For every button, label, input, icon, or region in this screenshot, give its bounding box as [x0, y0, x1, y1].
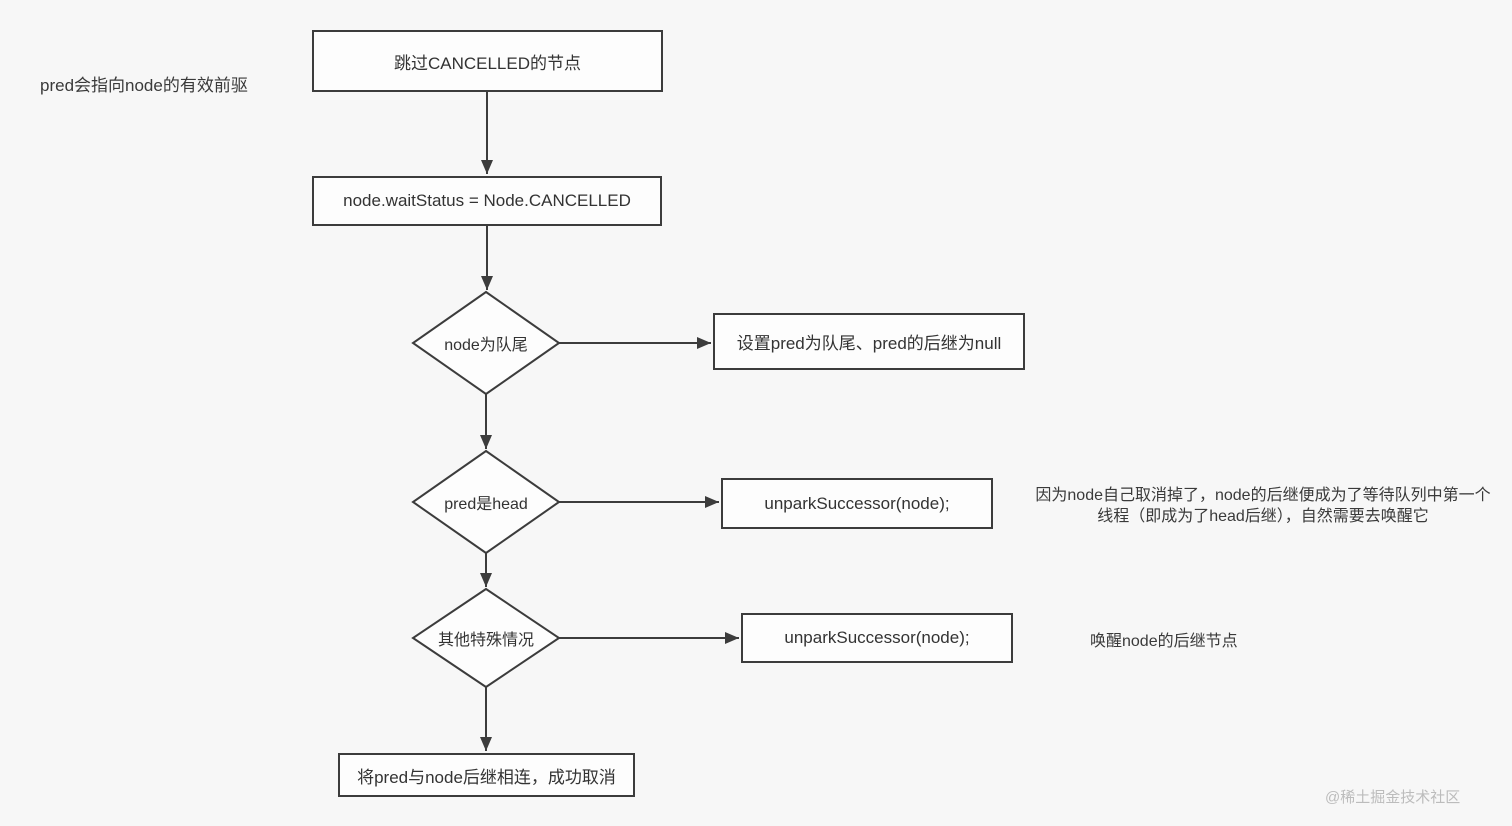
node-set-cancelled: node.waitStatus = Node.CANCELLED	[312, 176, 662, 226]
decision-node-is-tail-shape	[411, 290, 561, 396]
wake-annotation: 唤醒node的后继节点	[1090, 633, 1238, 650]
node-skip-cancelled: 跳过CANCELLED的节点	[312, 30, 663, 92]
watermark: @稀土掘金技术社区	[1325, 789, 1461, 806]
node-link-pred-succ: 将pred与node后继相连，成功取消	[338, 753, 635, 797]
node-set-pred-tail: 设置pred为队尾、pred的后继为null	[713, 313, 1025, 370]
node-unpark-other: unparkSuccessor(node);	[741, 613, 1013, 663]
node-unpark-head: unparkSuccessor(node);	[721, 478, 993, 529]
decision-pred-is-head-shape	[411, 449, 561, 555]
pred-annotation: pred会指向node的有效前驱	[40, 76, 248, 95]
decision-other-special-shape	[411, 587, 561, 689]
head-successor-annotation: 因为node自己取消掉了，node的后继便成为了等待队列中第一个线程（即成为了h…	[1035, 487, 1491, 525]
